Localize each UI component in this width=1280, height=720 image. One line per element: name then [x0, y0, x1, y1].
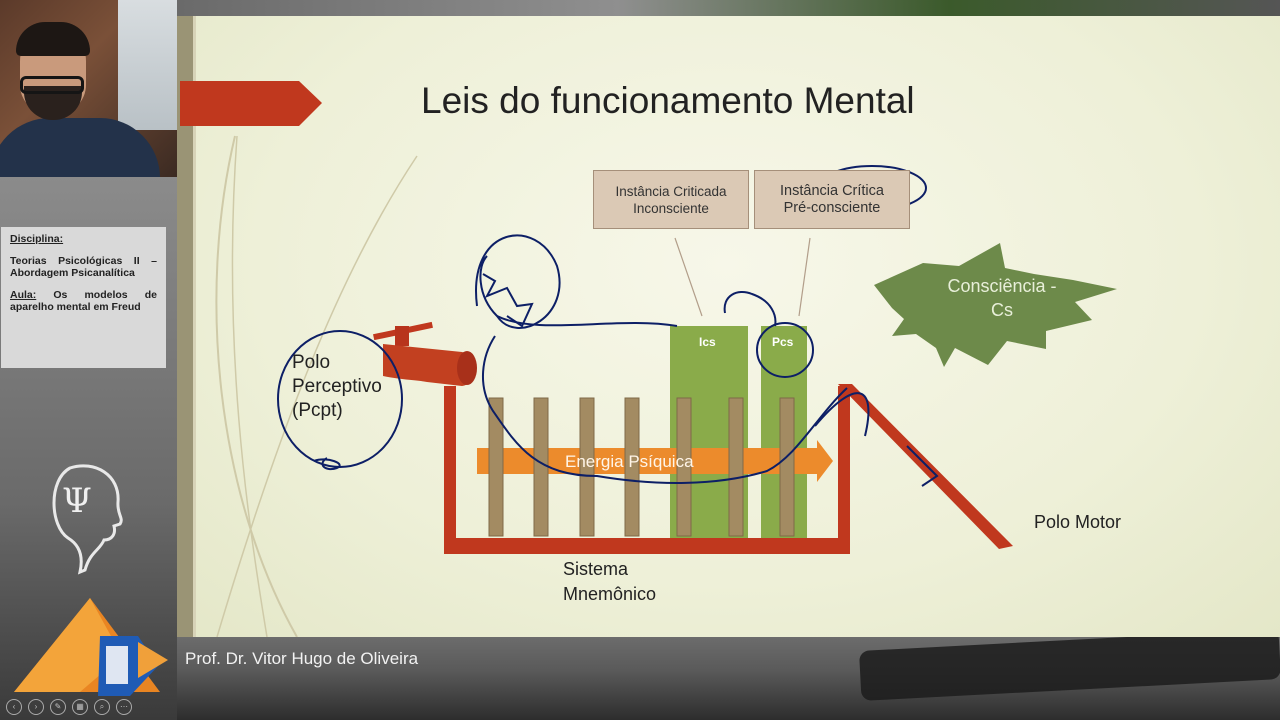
faucet-icon	[373, 321, 477, 386]
title-arrow-banner	[180, 81, 322, 126]
psi-head-logo: Ψ	[52, 464, 123, 575]
slide-graphics	[180, 81, 1117, 637]
box-instancia-preconsciente: Instância Crítica Pré-consciente	[754, 170, 910, 229]
consciousness-burst	[874, 243, 1117, 367]
energy-arrow	[477, 440, 833, 482]
background-top	[177, 0, 1280, 16]
lesson-value: Os modelos de aparelho mental em Freud	[10, 289, 157, 313]
slide-left-bar	[177, 16, 193, 637]
discipline-label: Disciplina:	[10, 233, 64, 245]
institution-logo	[14, 598, 168, 696]
lesson-label: Aula:	[10, 289, 37, 301]
polo-motor-label: Polo Motor	[1034, 512, 1122, 532]
energy-label: Energia Psíquica	[565, 452, 694, 471]
box-preconscious-line2: Pré-consciente	[783, 199, 881, 216]
slide-title: Leis do funcionamento Mental	[421, 80, 915, 121]
course-info-box: Disciplina: Teorias Psicológicas II – Ab…	[1, 227, 166, 368]
pen-icon[interactable]: ✎	[50, 699, 66, 715]
presenter-webcam	[0, 0, 177, 177]
svg-text:Ψ: Ψ	[62, 481, 92, 521]
discipline-value: Teorias Psicológicas II – Abordagem Psic…	[10, 255, 157, 279]
zoom-icon[interactable]: ⌕	[94, 699, 110, 715]
more-icon[interactable]: ⋯	[116, 699, 132, 715]
presentation-slide: Leis do funcionamento Mental Instância C…	[177, 16, 1280, 637]
box-preconscious-line1: Instância Crítica	[780, 182, 884, 199]
ics-label: Ics	[699, 335, 716, 349]
box-unconscious-line1: Instância Criticada	[615, 183, 727, 199]
motor-ramp	[838, 384, 1013, 549]
box-instancia-inconsciente: Instância Criticada Inconsciente	[593, 170, 749, 229]
consciousness-label: Consciência - Cs	[947, 276, 1057, 320]
presenter-name: Prof. Dr. Vitor Hugo de Oliveira	[185, 649, 419, 668]
box-unconscious-line2: Inconsciente	[633, 200, 709, 216]
next-icon[interactable]: ›	[28, 699, 44, 715]
pcs-label: Pcs	[772, 335, 794, 349]
presentation-controls: ‹ › ✎ ▦ ⌕ ⋯	[6, 699, 132, 715]
sistema-mnemonico-label: Sistema Mnemônico	[563, 559, 657, 604]
polo-perceptivo-label: Polo Perceptivo (Pcpt)	[292, 352, 382, 421]
prev-icon[interactable]: ‹	[6, 699, 22, 715]
slides-icon[interactable]: ▦	[72, 699, 88, 715]
